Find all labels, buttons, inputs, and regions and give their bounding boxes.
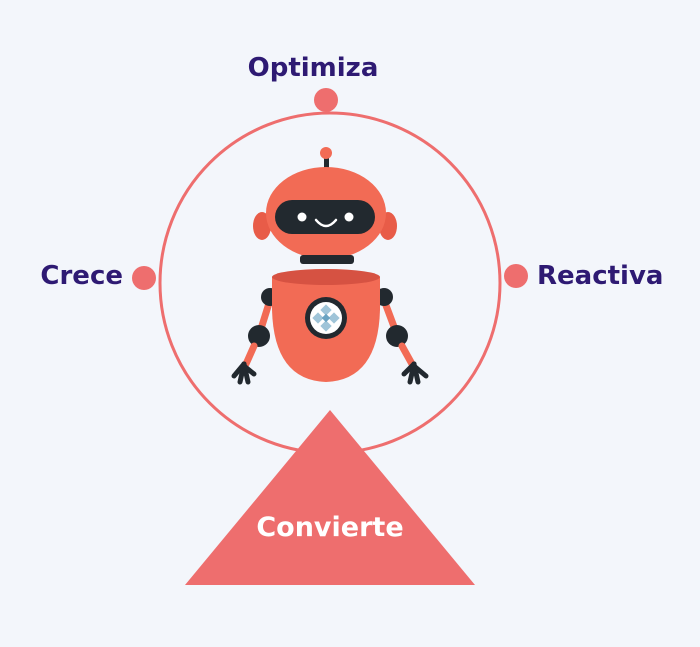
node-dot-left <box>132 266 156 290</box>
label-convierte: Convierte <box>256 512 404 543</box>
node-dot-right <box>504 264 528 288</box>
label-optimiza: Optimiza <box>247 53 379 83</box>
base-triangle <box>185 410 475 585</box>
node-dot-top <box>314 88 338 112</box>
label-reactiva: Reactiva <box>537 261 664 291</box>
label-crece: Crece <box>40 261 123 291</box>
robot-mascot-icon <box>231 147 429 385</box>
